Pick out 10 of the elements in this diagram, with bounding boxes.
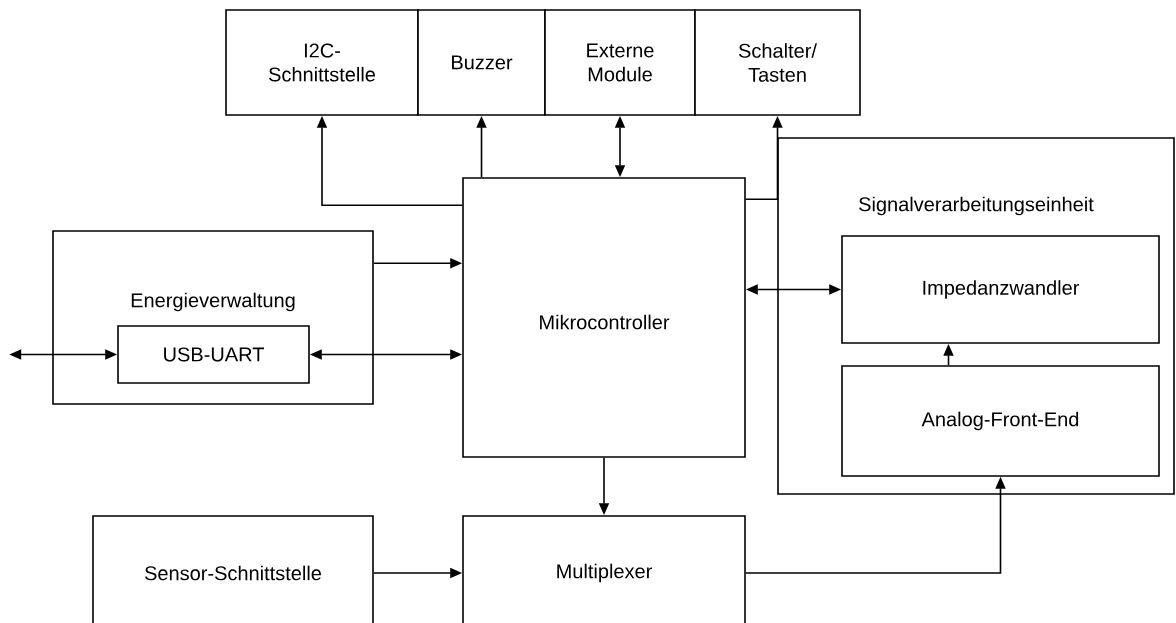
block-box: Externe Module <box>544 9 696 116</box>
block-box: Schalter/ Tasten <box>694 9 861 116</box>
block-box: Mikrocontroller <box>462 177 746 458</box>
block-box: Analog-Front-End <box>841 365 1160 477</box>
block-box: USB-UART <box>117 325 310 384</box>
block-box: Multiplexer <box>462 515 746 623</box>
block-box: I2C- Schnittstelle <box>225 9 419 116</box>
block-box: Impedanzwandler <box>841 235 1160 344</box>
block-box: Buzzer <box>417 9 546 116</box>
block-box: Sensor-Schnittstelle <box>92 515 374 623</box>
